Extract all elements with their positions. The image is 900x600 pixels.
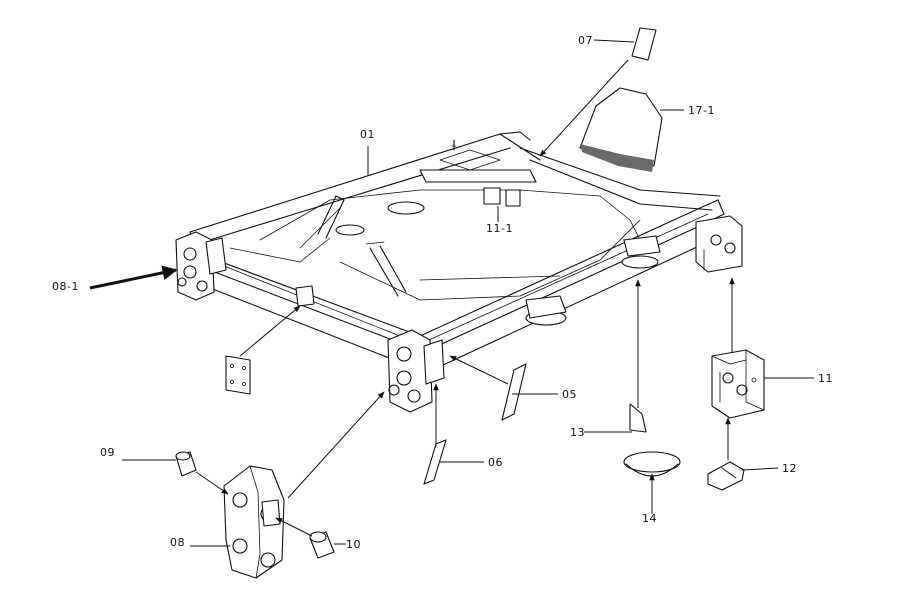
part-labels: 01 07 17-1 11-1 08-1 05 06 13 14 11 12 0… (52, 34, 833, 551)
part-07-pad (631, 27, 657, 61)
part-14-disc (623, 451, 681, 477)
label-06: 06 (488, 456, 503, 469)
part-11-bracket (711, 349, 765, 419)
part-05-plate (501, 363, 527, 421)
label-11: 11 (818, 372, 833, 385)
label-05: 05 (562, 388, 577, 401)
leader-lines (89, 39, 814, 547)
label-01: 01 (360, 128, 375, 141)
part-17-1-cover (579, 87, 663, 172)
part-13-wedge (629, 403, 647, 433)
main-frame (175, 131, 743, 413)
label-11-1: 11-1 (486, 222, 513, 235)
part-08-pivot-bracket (223, 465, 285, 579)
label-17-1: 17-1 (688, 104, 715, 117)
label-12: 12 (782, 462, 797, 475)
label-13: 13 (570, 426, 585, 439)
label-07: 07 (578, 34, 593, 47)
part-10-bushing (309, 531, 335, 559)
part-12-clip (707, 461, 745, 491)
label-08: 08 (170, 536, 185, 549)
part-square-plate (225, 355, 251, 395)
label-14: 14 (642, 512, 657, 525)
label-08-1: 08-1 (52, 280, 79, 293)
part-06-plate (423, 439, 447, 485)
label-10: 10 (346, 538, 361, 551)
part-09-bushing (175, 451, 197, 477)
label-09: 09 (100, 446, 115, 459)
